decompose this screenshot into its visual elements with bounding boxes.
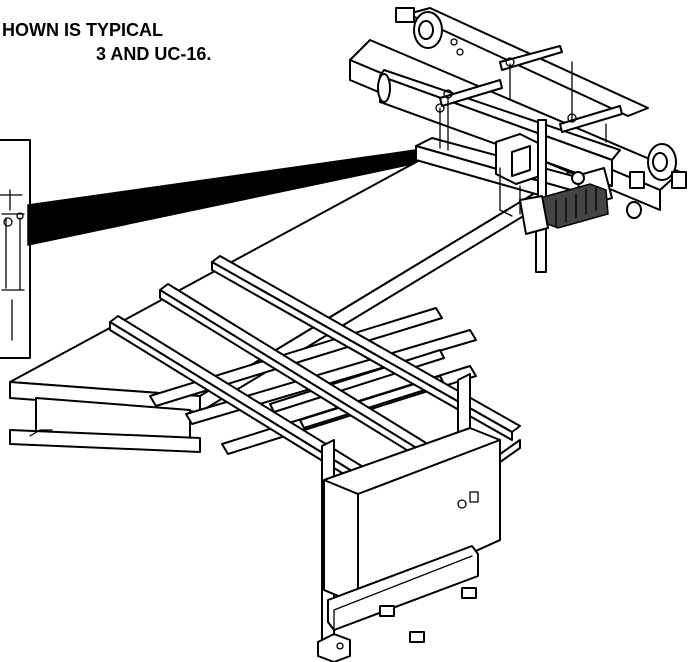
i-beam [9, 149, 607, 453]
drive-module [349, 7, 687, 273]
figure-caption: HOWN IS TYPICAL 3 AND UC-16. [0, 18, 260, 66]
caption-line-1: HOWN IS TYPICAL [2, 20, 163, 40]
control-cabinet [317, 373, 501, 662]
caption-line-2: 3 AND UC-16. [96, 44, 212, 64]
frame-rails [109, 255, 521, 525]
power-switch-icon [457, 499, 467, 509]
detail-inset [0, 139, 31, 359]
